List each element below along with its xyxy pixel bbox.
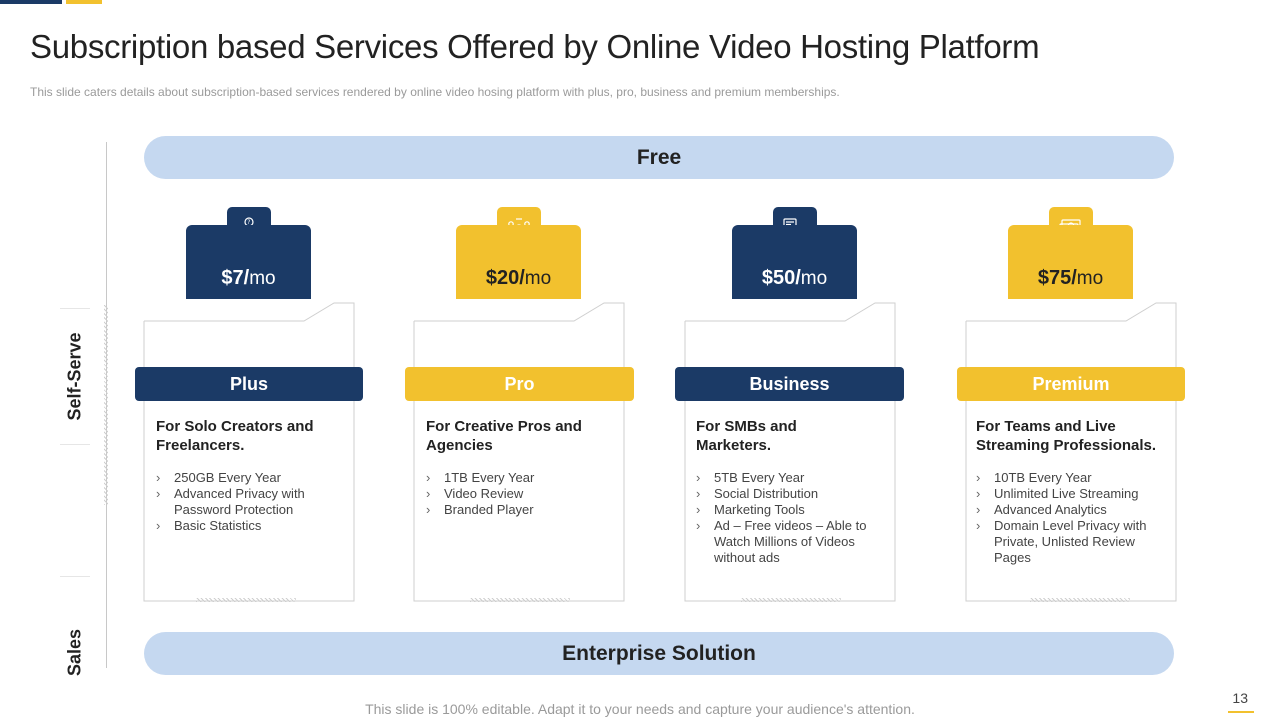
list-item: 5TB Every Year xyxy=(696,470,888,486)
price-amount: $7/ xyxy=(221,267,250,289)
card-frame-outline xyxy=(965,302,1177,602)
page-number: 13 xyxy=(1232,690,1248,706)
card-frame-outline xyxy=(413,302,625,602)
list-item: Branded Player xyxy=(426,502,616,518)
card-frame-outline xyxy=(143,302,355,602)
feature-list-pro: 1TB Every Year Video Review Branded Play… xyxy=(426,470,616,518)
list-item: Basic Statistics xyxy=(156,518,346,534)
price-amount: $20/ xyxy=(485,267,525,289)
plan-description-plus: For Solo Creators and Freelancers. xyxy=(156,418,314,454)
list-item: Social Distribution xyxy=(696,486,888,502)
feature-list-premium: 10TB Every Year Unlimited Live Streaming… xyxy=(976,470,1168,566)
plan-description-premium: For Teams and Live Streaming Professiona… xyxy=(976,418,1157,454)
list-item: Advanced Privacy with Password Protectio… xyxy=(156,486,346,518)
list-item: 250GB Every Year xyxy=(156,470,346,486)
footer-note: This slide is 100% editable. Adapt it to… xyxy=(365,701,915,717)
accent-bar-navy xyxy=(0,0,62,4)
price-amount: $75/ xyxy=(1037,267,1077,289)
plan-card-pro xyxy=(413,302,625,602)
list-item: Marketing Tools xyxy=(696,502,888,518)
accent-bar-gold xyxy=(66,0,102,4)
card-hatch-decoration xyxy=(196,598,296,602)
plan-name-business: Business xyxy=(675,367,904,401)
price-period: mo xyxy=(249,268,276,289)
free-tier-band: Free xyxy=(144,136,1174,179)
side-rule-middle xyxy=(60,444,90,445)
page-title: Subscription based Services Offered by O… xyxy=(30,28,1040,65)
price-period: mo xyxy=(1076,268,1104,289)
list-item: Ad – Free videos – Able to Watch Million… xyxy=(696,518,888,566)
feature-list-plus: 250GB Every Year Advanced Privacy with P… xyxy=(156,470,346,534)
side-rule-top xyxy=(60,308,90,309)
plan-name-pro: Pro xyxy=(405,367,634,401)
page-subtitle: This slide caters details about subscrip… xyxy=(30,85,840,99)
plan-card-plus xyxy=(143,302,355,602)
plan-name-plus: Plus xyxy=(135,367,363,401)
price-box-business: $50/mo xyxy=(732,225,857,299)
list-item: Advanced Analytics xyxy=(976,502,1168,518)
enterprise-solution-band: Enterprise Solution xyxy=(144,632,1174,675)
plan-description-pro: For Creative Pros and Agencies xyxy=(426,418,582,454)
plan-name-premium: Premium xyxy=(957,367,1185,401)
list-item: Unlimited Live Streaming xyxy=(976,486,1168,502)
plan-description-business: For SMBs and Marketers. xyxy=(696,418,797,454)
price-period: mo xyxy=(800,268,828,289)
list-item: Video Review xyxy=(426,486,616,502)
feature-list-business: 5TB Every Year Social Distribution Marke… xyxy=(696,470,888,566)
side-hatch-decoration xyxy=(104,305,108,505)
card-hatch-decoration xyxy=(470,598,570,602)
svg-text:?: ? xyxy=(247,219,250,226)
price-box-plus: $7/mo xyxy=(186,225,311,299)
side-label-self-serve: Self-Serve xyxy=(64,332,85,421)
list-item: 1TB Every Year xyxy=(426,470,616,486)
page-number-underline xyxy=(1228,711,1254,713)
list-item: 10TB Every Year xyxy=(976,470,1168,486)
price-box-pro: $20/mo xyxy=(456,225,581,299)
side-rule-bottom xyxy=(60,576,90,577)
price-box-premium: $75/mo xyxy=(1008,225,1133,299)
price-amount: $50/ xyxy=(761,267,801,289)
price-period: mo xyxy=(524,268,552,289)
plan-card-premium xyxy=(965,302,1177,602)
card-hatch-decoration xyxy=(1030,598,1130,602)
list-item: Domain Level Privacy with Private, Unlis… xyxy=(976,518,1168,566)
plan-card-business xyxy=(684,302,896,602)
card-hatch-decoration xyxy=(741,598,841,602)
card-frame-outline xyxy=(684,302,896,602)
side-label-sales: Sales xyxy=(64,628,85,677)
